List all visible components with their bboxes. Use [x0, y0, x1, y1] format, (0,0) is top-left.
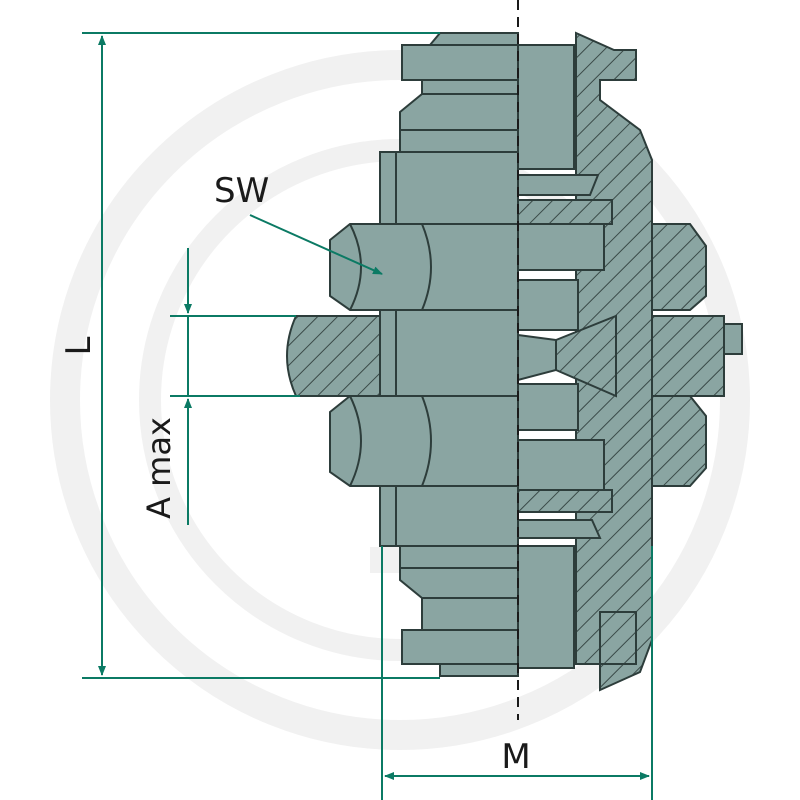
dimension-A-max — [170, 248, 300, 525]
label-a-max: A max — [140, 417, 178, 519]
dimension-L — [82, 32, 440, 679]
dimension-M — [381, 546, 653, 800]
fitting-section — [517, 31, 743, 692]
sw-leader — [249, 214, 383, 275]
panel-wall — [286, 315, 381, 397]
label-m: M — [501, 737, 530, 777]
label-sw: SW — [214, 171, 269, 211]
label-L: L — [59, 336, 99, 355]
fitting-exterior — [329, 32, 519, 677]
